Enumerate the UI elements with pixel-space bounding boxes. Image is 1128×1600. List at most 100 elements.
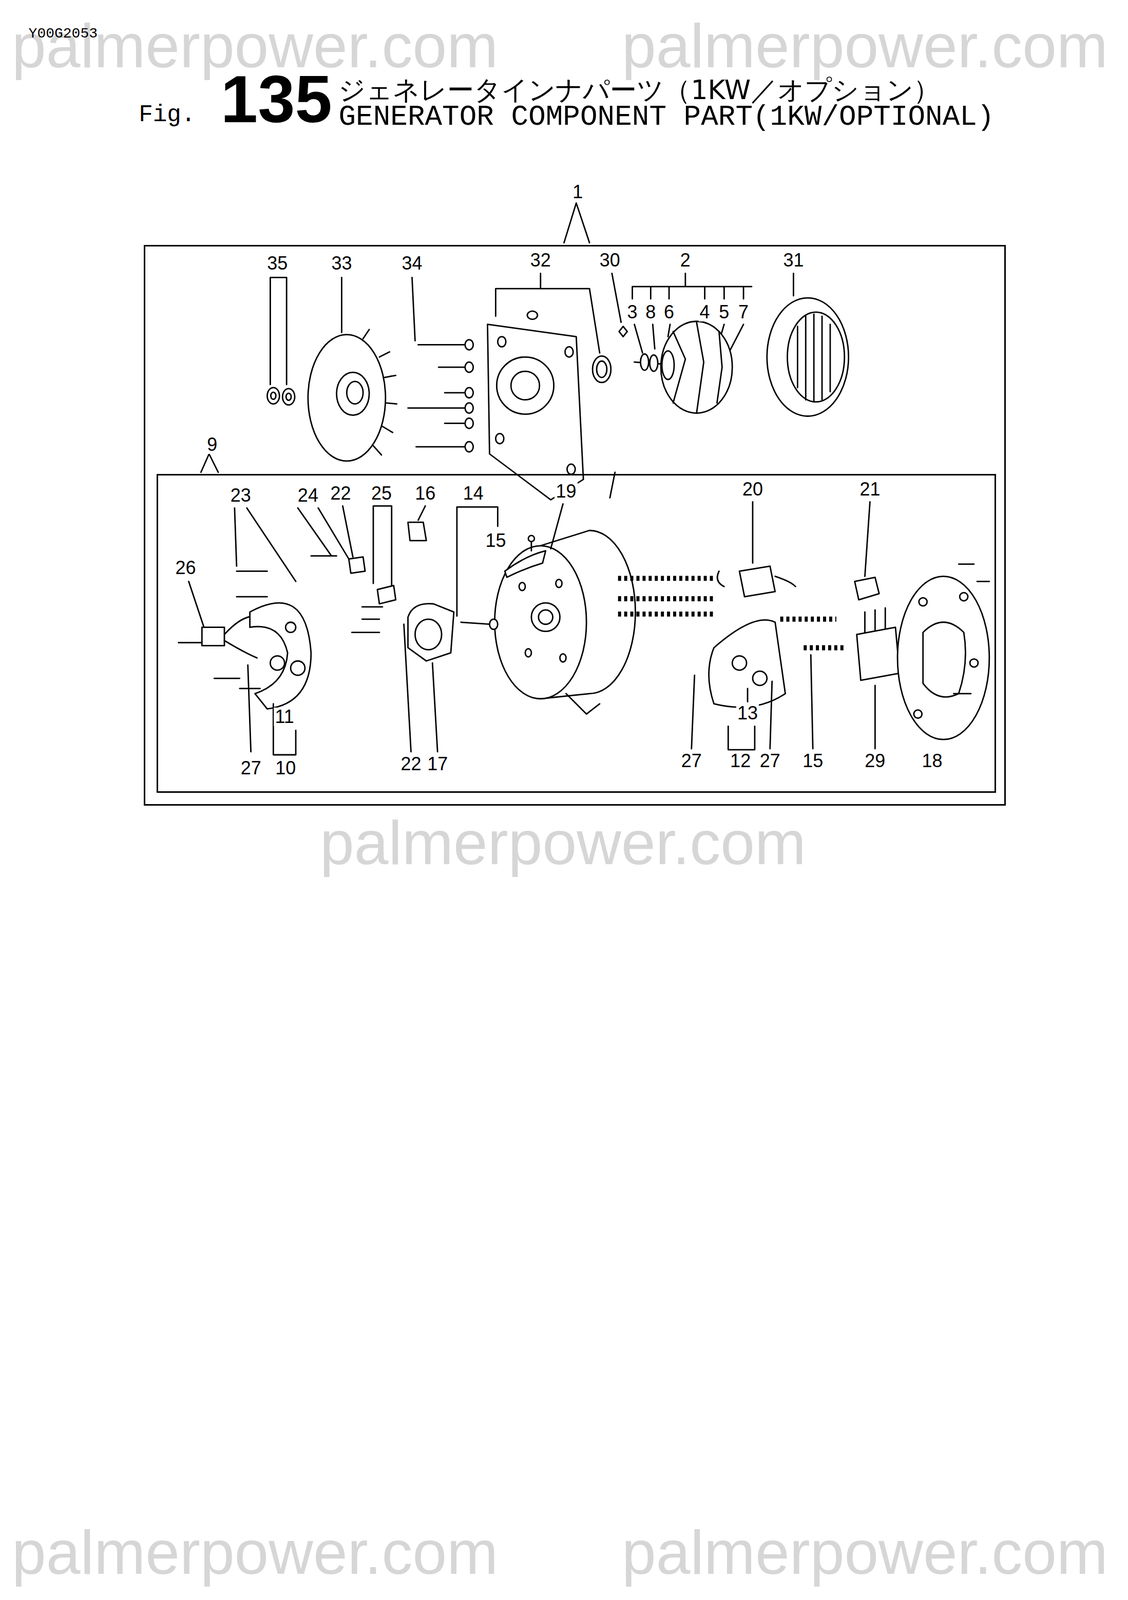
figure-prefix: Fig. bbox=[138, 103, 196, 127]
callout-number: 9 bbox=[205, 435, 219, 454]
drawing-stroke bbox=[408, 603, 454, 662]
callout-number: 23 bbox=[229, 486, 253, 505]
drawing-stroke bbox=[494, 545, 587, 699]
callout-number: 3 bbox=[626, 302, 639, 322]
drawing-stroke bbox=[504, 550, 546, 578]
drawing-stroke bbox=[188, 581, 204, 627]
drawing-stroke bbox=[592, 355, 611, 383]
drawing-stroke bbox=[497, 336, 506, 348]
drawing-stroke bbox=[913, 710, 923, 719]
drawing-stroke bbox=[270, 392, 276, 400]
drawing-stroke bbox=[285, 622, 296, 633]
english-title: GENERATOR COMPONENT PART(1KW/OPTIONAL) bbox=[338, 102, 994, 132]
watermark: palmerpower.com bbox=[621, 14, 1108, 77]
pulley bbox=[308, 277, 397, 462]
drawing-stroke bbox=[285, 393, 292, 401]
drawing-stroke bbox=[270, 277, 287, 385]
drawing-stroke bbox=[752, 501, 754, 563]
assembly-frame: 19 bbox=[143, 244, 1006, 807]
drawing-stroke bbox=[739, 566, 776, 598]
drawing-stroke bbox=[250, 602, 312, 710]
drawing-stroke bbox=[234, 507, 296, 597]
rotor bbox=[632, 273, 752, 413]
callout-number: 34 bbox=[400, 254, 424, 273]
callout-number: 35 bbox=[265, 254, 289, 273]
drawing-stroke bbox=[373, 505, 392, 588]
drawing-stroke bbox=[273, 703, 296, 755]
callout-number: 11 bbox=[274, 707, 296, 726]
drawing-stroke bbox=[564, 346, 573, 357]
drawing-stroke bbox=[456, 506, 498, 617]
callout-number: 22 bbox=[399, 754, 423, 774]
drawing-stroke bbox=[612, 273, 622, 322]
drawing-stroke bbox=[308, 334, 386, 462]
drawing-stroke bbox=[953, 564, 990, 694]
callout-number: 4 bbox=[698, 302, 712, 322]
drawing-stroke bbox=[632, 273, 752, 299]
drawing-stroke bbox=[461, 622, 490, 625]
drawing-stroke bbox=[282, 388, 295, 406]
callout-number: 32 bbox=[529, 251, 552, 270]
drawing-stroke bbox=[874, 685, 876, 749]
rear-housing bbox=[494, 530, 636, 715]
drawing-stroke bbox=[566, 464, 576, 475]
drawing-stroke bbox=[377, 585, 396, 604]
drawing-stroke bbox=[496, 356, 554, 414]
drawing-stroke bbox=[404, 624, 438, 752]
key bbox=[612, 273, 628, 337]
stator bbox=[767, 273, 849, 416]
drawing-stroke bbox=[609, 472, 616, 499]
drawing-stroke bbox=[351, 606, 383, 633]
brush-holder-parts bbox=[234, 505, 499, 752]
drawing-stroke bbox=[266, 387, 280, 405]
drawing-stroke bbox=[792, 273, 795, 296]
drawing-stroke bbox=[747, 688, 749, 702]
drawing-stroke bbox=[564, 202, 590, 243]
drawing-stroke bbox=[340, 277, 343, 333]
drawing-stroke bbox=[336, 372, 370, 415]
drawing-stroke bbox=[538, 609, 553, 625]
callout-number: 5 bbox=[717, 302, 731, 322]
regulator bbox=[856, 607, 900, 749]
through-bolts bbox=[408, 277, 474, 452]
drawing-stroke bbox=[519, 582, 526, 591]
watermark: palmerpower.com bbox=[621, 1521, 1108, 1583]
assembly-frame: 9 bbox=[156, 473, 997, 794]
callout-number: 27 bbox=[758, 751, 782, 771]
callout-number: 25 bbox=[370, 484, 393, 503]
drawing-stroke bbox=[214, 678, 260, 689]
drawing-stroke bbox=[787, 312, 845, 403]
drawing-stroke bbox=[550, 503, 564, 549]
drawing-stroke bbox=[528, 535, 535, 542]
drawing-stroke bbox=[864, 501, 870, 577]
drawing-stroke bbox=[691, 654, 813, 749]
callout-number: 13 bbox=[736, 703, 759, 723]
callout-number: 20 bbox=[741, 480, 764, 499]
drawing-stroke bbox=[717, 570, 796, 587]
callout-number: 12 bbox=[729, 751, 752, 771]
drawing-stroke bbox=[465, 441, 474, 452]
callout-number: 1 bbox=[571, 182, 584, 202]
drawing-stroke bbox=[465, 339, 474, 351]
watermark: palmerpower.com bbox=[319, 811, 807, 874]
drawing-stroke bbox=[489, 619, 498, 630]
drawing-stroke bbox=[565, 693, 600, 715]
drawing-stroke bbox=[527, 311, 538, 320]
drawing-stroke bbox=[465, 417, 474, 429]
nuts bbox=[266, 277, 295, 405]
drawing-stroke bbox=[797, 314, 831, 403]
drawing-stroke bbox=[495, 433, 504, 444]
drawing-stroke bbox=[201, 627, 225, 646]
rectifier-left bbox=[178, 581, 312, 755]
drawing-stroke bbox=[919, 597, 928, 606]
drawing-stroke bbox=[465, 403, 474, 414]
drawing-stroke bbox=[412, 277, 416, 341]
callout-number: 6 bbox=[662, 302, 676, 322]
drawing-stroke bbox=[362, 329, 397, 455]
drawing-stroke bbox=[346, 381, 363, 405]
callout-number: 2 bbox=[679, 251, 692, 270]
drawing-stroke bbox=[178, 616, 261, 658]
callout-number: 15 bbox=[484, 531, 507, 550]
